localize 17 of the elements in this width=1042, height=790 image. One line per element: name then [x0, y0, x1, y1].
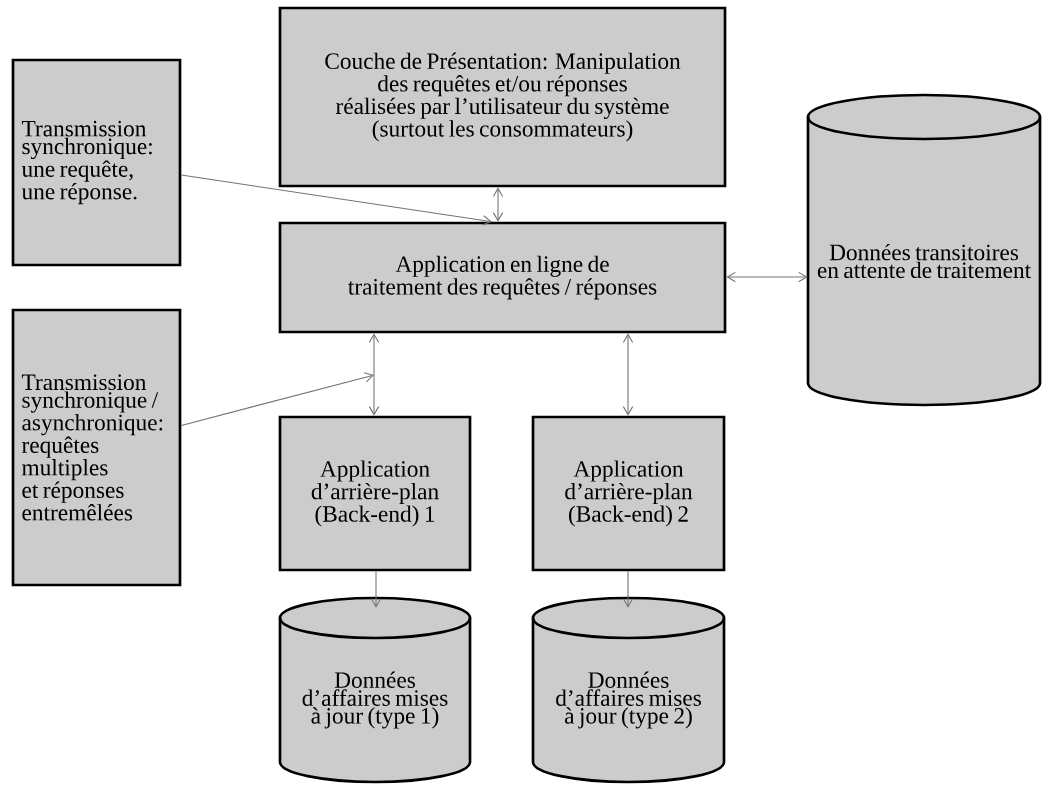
arrow — [368, 333, 380, 416]
process-box: Application d’arrière-plan (Back-end) 1 — [278, 415, 472, 572]
process-box: Application d’arrière-plan (Back-end) 2 — [531, 415, 726, 572]
arrow — [180, 174, 492, 226]
text-box: Transmission synchronique / asynchronique: requêtes multiples et réponses entremêlées — [11, 308, 182, 587]
database-cylinder: Données d’affaires mises à jour (type 2) — [531, 596, 726, 784]
database-cylinder: Données d’affaires mises à jour (type 1) — [278, 596, 472, 784]
arrow — [492, 187, 504, 222]
process-box: Application en ligne de traitement des requêtes / réponses — [278, 221, 727, 334]
text-box: Transmission synchronique: une requête, une réponse. — [11, 58, 182, 267]
process-box: Couche de Présentation: Manipulation des requêtes et/ou réponses réalisées par l’utilisateur du système (surtout les consommateurs) — [278, 6, 727, 188]
arrow — [726, 271, 808, 283]
arrow — [622, 333, 634, 416]
arrow — [180, 372, 374, 426]
database-cylinder: Données transitoires en attente de traitement — [806, 93, 1042, 407]
arrow — [622, 570, 634, 608]
arrow — [370, 570, 382, 608]
